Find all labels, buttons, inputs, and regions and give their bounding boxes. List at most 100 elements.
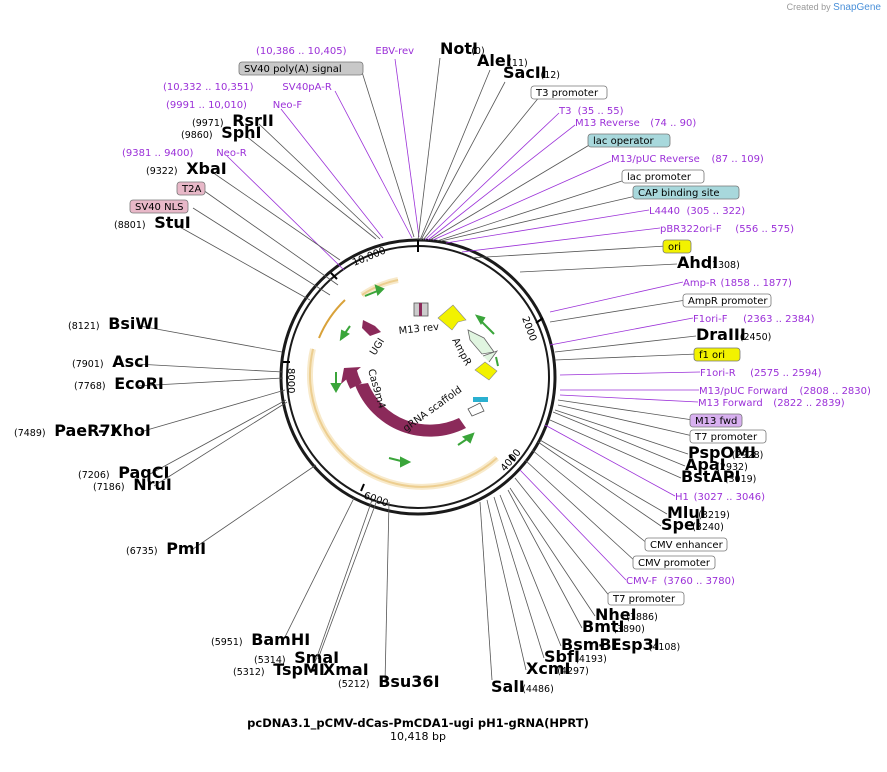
label-sacii[interactable]: SacII(12) xyxy=(420,63,560,241)
label-bsu36i[interactable]: (5212)Bsu36I xyxy=(338,501,440,691)
label-stui[interactable]: (8801)StuI xyxy=(114,213,311,301)
label-t2a[interactable]: T2A xyxy=(176,181,339,286)
leader-line xyxy=(317,499,378,660)
label-m13-reverse[interactable]: M13 Reverse(74 .. 90) xyxy=(427,118,696,241)
label-ebv-rev[interactable]: (10,386 .. 10,405)EBV-rev xyxy=(256,46,420,238)
label-box xyxy=(689,429,767,444)
label-t7-promoter-2[interactable]: T7 promoter xyxy=(514,477,685,606)
label-xcmi[interactable]: XcmI(4297) xyxy=(486,499,589,678)
label-pmli[interactable]: (6735)PmlI xyxy=(126,464,317,558)
label-text: ApaI xyxy=(685,455,726,474)
label-text: (3219) xyxy=(698,510,730,521)
label-sv40pa-r[interactable]: (10,332 .. 10,351)SV40pA-R xyxy=(163,82,413,239)
label-box xyxy=(530,85,608,100)
label-paer7i-xhoi[interactable]: (7489)PaeR7I- XhoI xyxy=(14,389,286,440)
label-ahdi[interactable]: AhdI(1308) xyxy=(519,253,740,273)
label-text: M13 fwd xyxy=(695,416,737,427)
leader-line xyxy=(417,57,441,241)
leader-line xyxy=(189,464,317,552)
label-text: (0) xyxy=(471,46,484,57)
h1-promoter-feature[interactable] xyxy=(467,397,488,417)
label-sali[interactable]: SalI(4486) xyxy=(479,501,554,696)
label-box xyxy=(129,199,189,214)
leader-line xyxy=(258,123,381,240)
label-l4440[interactable]: L4440(305 .. 322) xyxy=(445,206,745,244)
label-lac-operator[interactable]: lac operator xyxy=(429,133,671,241)
label-ugi: UGI xyxy=(368,336,387,357)
label-t3[interactable]: T3(35 .. 55) xyxy=(424,106,624,241)
label-nhei[interactable]: NheI(3886) xyxy=(509,487,658,624)
label-text: SbfI xyxy=(544,647,580,666)
label-bamhi[interactable]: (5951)BamHI xyxy=(211,497,355,649)
label-neo-f[interactable]: (9991 .. 10,010)Neo-F xyxy=(166,100,384,239)
label-f1ori-r[interactable]: F1ori-R(2575 .. 2594) xyxy=(559,368,822,379)
label-sv40-polya[interactable]: SV40 poly(A) signal xyxy=(238,61,415,238)
label-sbfi[interactable]: SbfI(4193) xyxy=(493,496,607,666)
label-asci[interactable]: (7901)AscI xyxy=(72,352,284,373)
label-bmti[interactable]: BmtI(3890) xyxy=(507,489,645,636)
label-paqci[interactable]: (7206)PaqCI xyxy=(78,399,287,482)
leader-line xyxy=(537,441,662,527)
leader-line xyxy=(311,499,373,672)
label-xbai[interactable]: (9322)XbaI xyxy=(146,159,341,261)
label-ori[interactable]: ori xyxy=(469,239,692,259)
label-f1-ori[interactable]: f1 ori xyxy=(554,347,741,362)
label-spei[interactable]: SpeI(3240) xyxy=(537,441,724,534)
label-lac-promoter[interactable]: lac promoter xyxy=(436,169,705,242)
label-bsiwi[interactable]: (8121)BsiWI xyxy=(68,314,283,353)
label-rsrii[interactable]: (9971)RsrII xyxy=(192,111,381,240)
label-cmv-promoter[interactable]: CMV promoter xyxy=(524,459,716,570)
label-ampr-promoter[interactable]: AmpR promoter xyxy=(549,293,772,323)
label-m13-forward[interactable]: M13 Forward(2822 .. 2839) xyxy=(559,394,845,409)
label-text: (9991 .. 10,010) xyxy=(166,100,247,111)
ampr-feature[interactable] xyxy=(467,329,499,363)
leader-line xyxy=(499,494,562,647)
label-text: (35 .. 55) xyxy=(578,106,624,117)
label-text: RsrII xyxy=(232,111,274,130)
label-h1[interactable]: H1(3027 .. 3046) xyxy=(544,424,765,503)
label-mlui[interactable]: MluI(3219) xyxy=(539,439,730,522)
m13rev-feature[interactable] xyxy=(413,302,429,317)
label-amp-r[interactable]: Amp-R(1858 .. 1877) xyxy=(549,278,792,313)
plasmid-size: 10,418 bp xyxy=(390,730,446,743)
label-t7-promoter-1[interactable]: T7 promoter xyxy=(557,404,767,444)
label-bstapi[interactable]: BstAPI(3019) xyxy=(549,419,756,486)
label-m13-fwd[interactable]: M13 fwd xyxy=(557,399,743,428)
label-sphi[interactable]: (9860)SphI xyxy=(181,123,377,240)
f1-ori-feature[interactable] xyxy=(474,361,498,381)
label-f1ori-f[interactable]: F1ori-F(2363 .. 2384) xyxy=(549,314,815,346)
label-sv40-nls[interactable]: SV40 NLS xyxy=(129,199,331,296)
label-text: (4486) xyxy=(522,684,554,695)
label-cap-binding[interactable]: CAP binding site xyxy=(440,185,740,242)
label-cmv-f[interactable]: CMV-F(3760 .. 3780) xyxy=(519,469,735,587)
label-text: AscI xyxy=(112,352,149,371)
cas9m4-feature[interactable] xyxy=(341,367,466,437)
label-text: Neo-R xyxy=(216,148,247,159)
label-text: CMV promoter xyxy=(638,558,711,569)
label-cmv-enhancer[interactable]: CMV enhancer xyxy=(531,449,728,552)
label-m13puc-reverse[interactable]: M13/pUC Reverse(87 .. 109) xyxy=(432,154,764,241)
label-bsmbi-esp3i[interactable]: BsmBI- Esp3I(4108) xyxy=(499,494,680,654)
label-nrui[interactable]: (7186)NruI xyxy=(93,401,288,494)
label-text: M13 Reverse xyxy=(575,118,640,129)
label-text: (9322) xyxy=(146,166,178,177)
label-text: (8121) xyxy=(68,321,100,332)
label-pbr322ori-f[interactable]: pBR322ori-F(556 .. 575) xyxy=(461,224,794,253)
label-apai[interactable]: ApaI(2932) xyxy=(552,411,748,474)
label-noti[interactable]: NotI(0) xyxy=(417,39,485,241)
label-text: - Esp3I xyxy=(599,635,660,654)
label-neo-r[interactable]: (9381 .. 9400)Neo-R xyxy=(122,148,345,271)
label-draiii[interactable]: DraIII(2450) xyxy=(554,325,771,353)
label-tspmi-xmai[interactable]: (5312)TspMI- XmaI xyxy=(233,499,373,679)
ugi-feature[interactable] xyxy=(362,320,381,336)
leader-line xyxy=(469,245,667,259)
label-text: ori xyxy=(668,242,681,253)
label-alei[interactable]: AleI(11) xyxy=(419,51,528,241)
label-pspomi[interactable]: PspOMI(2928) xyxy=(554,409,763,462)
label-t3-promoter[interactable]: T3 promoter xyxy=(422,85,608,241)
ori-feature[interactable] xyxy=(437,304,467,331)
label-m13puc-forward[interactable]: M13/pUC Forward(2808 .. 2830) xyxy=(560,386,871,397)
leader-line xyxy=(429,143,592,241)
label-ecori[interactable]: (7768)EcoRI xyxy=(74,374,284,393)
